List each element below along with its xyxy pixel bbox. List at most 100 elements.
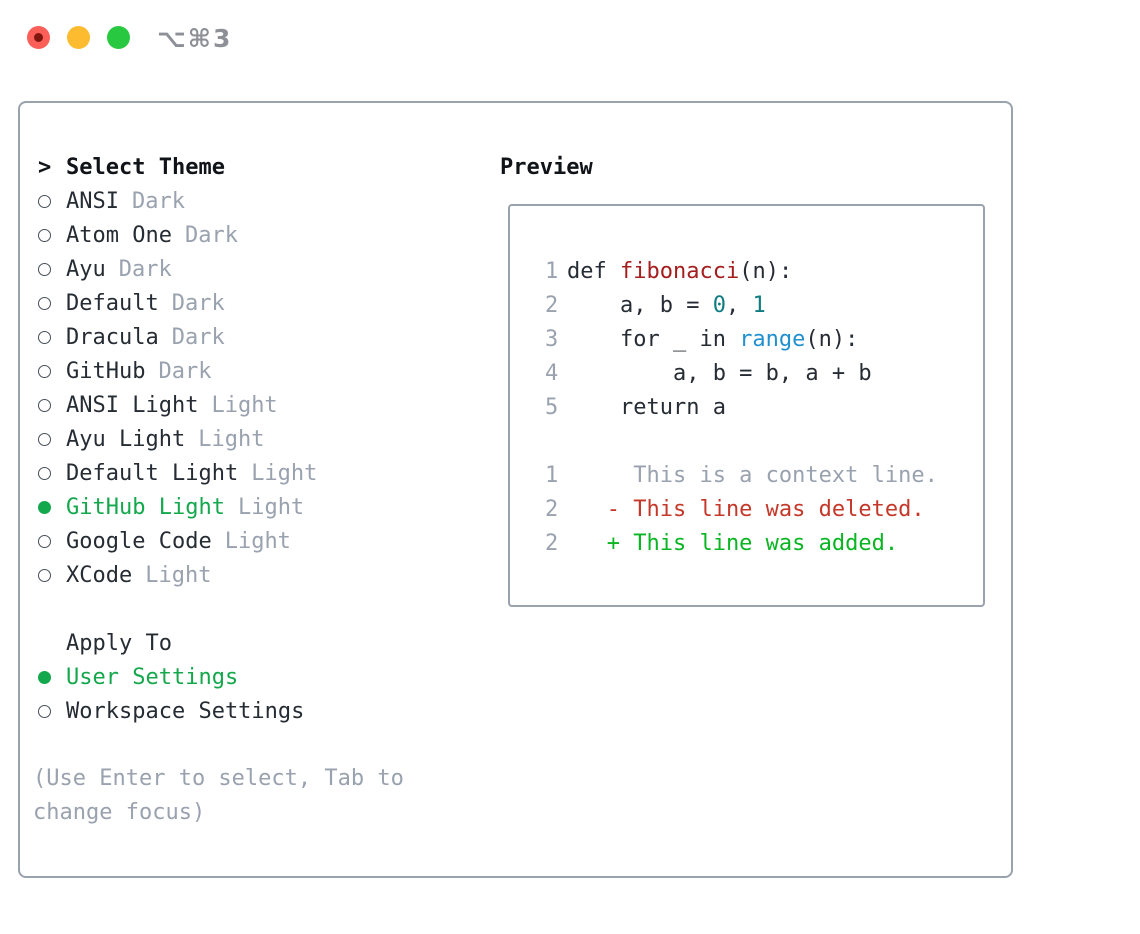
theme-option-ayu[interactable]: Ayu Dark: [38, 252, 500, 286]
code-line: 4 a, b = b, a + b: [545, 356, 983, 390]
code-line: 1 This is a context line.: [545, 458, 983, 492]
theme-name: Ayu: [66, 256, 106, 282]
theme-option-github-light[interactable]: GitHub Light Light: [38, 490, 500, 524]
code-token-plain: def: [567, 258, 620, 284]
radio-icon: [38, 262, 51, 276]
radio-icon: [38, 296, 51, 310]
preview-label: Preview: [500, 154, 593, 180]
radio-icon: [38, 330, 51, 344]
radio-selected-icon: [38, 500, 51, 514]
code-token-plain: a, b = b, a + b: [567, 360, 872, 386]
code-line: [545, 424, 983, 458]
theme-name: ANSI: [66, 188, 119, 214]
theme-option-xcode[interactable]: XCode Light: [38, 558, 500, 592]
theme-variant-tag: Dark: [118, 256, 172, 282]
theme-option-ansi-light[interactable]: ANSI Light Light: [38, 388, 500, 422]
apply-to-header: Apply To: [38, 626, 500, 660]
theme-variant-tag: Light: [198, 426, 265, 452]
code-line: 2 - This line was deleted.: [545, 492, 983, 526]
apply-to-label: Apply To: [66, 630, 172, 656]
radio-marker: [38, 432, 66, 446]
theme-option-atom-one[interactable]: Atom One Dark: [38, 218, 500, 252]
theme-variant-tag: Dark: [131, 188, 185, 214]
line-number: 2: [545, 292, 559, 318]
line-number: 2: [545, 496, 559, 522]
apply-option-label: User Settings: [66, 664, 239, 690]
radio-icon: [38, 704, 51, 718]
zoom-button[interactable]: [107, 26, 130, 49]
window-title: ⌥⌘3: [157, 24, 233, 53]
theme-variant-tag: Light: [145, 562, 212, 588]
apply-option-label: Workspace Settings: [66, 698, 305, 724]
code-token-plain: a, b =: [567, 292, 713, 318]
theme-name: Default Light: [66, 460, 239, 486]
code-token-num: 1: [752, 292, 766, 318]
theme-name: Dracula: [66, 324, 159, 350]
code-line: 3 for _ in range(n):: [545, 322, 983, 356]
code-token-plain: ,: [725, 292, 753, 318]
radio-marker: [38, 228, 66, 242]
theme-name: GitHub Light: [66, 494, 225, 520]
radio-marker: [38, 500, 66, 514]
apply-option-workspace-settings[interactable]: Workspace Settings: [38, 694, 500, 728]
line-number: 3: [545, 326, 559, 352]
theme-option-ansi[interactable]: ANSI Dark: [38, 184, 500, 218]
radio-marker: [38, 364, 66, 378]
hint-text: (Use Enter to select, Tab to change focu…: [33, 766, 404, 825]
minimize-button[interactable]: [67, 26, 90, 49]
theme-name: ANSI Light: [66, 392, 199, 418]
close-dot-icon: [34, 33, 43, 42]
theme-variant-tag: Dark: [184, 222, 238, 248]
radio-marker: [38, 262, 66, 276]
code-line: 5 return a: [545, 390, 983, 424]
select-theme-label: Select Theme: [66, 154, 225, 180]
code-token-num: 0: [712, 292, 726, 318]
code-token-added: + This line was added.: [567, 530, 899, 556]
preview-header: Preview: [500, 150, 1011, 184]
radio-icon: [38, 398, 51, 412]
radio-icon: [38, 534, 51, 548]
code-line: 2 + This line was added.: [545, 526, 983, 560]
theme-variant-tag: Dark: [171, 324, 225, 350]
theme-option-dracula[interactable]: Dracula Dark: [38, 320, 500, 354]
radio-marker: [38, 398, 66, 412]
select-theme-header: > Select Theme: [38, 150, 500, 184]
selection-arrow-icon: >: [38, 154, 52, 180]
radio-icon: [38, 194, 51, 208]
radio-selected-icon: [38, 670, 51, 684]
radio-marker: [38, 330, 66, 344]
radio-icon: [38, 228, 51, 242]
radio-marker: [38, 466, 66, 480]
line-number: 4: [545, 360, 559, 386]
theme-name: Ayu Light: [66, 426, 186, 452]
theme-name: Atom One: [66, 222, 172, 248]
code-token-context: This is a context line.: [567, 462, 938, 488]
radio-icon: [38, 364, 51, 378]
titlebar: ⌥⌘3: [0, 0, 1140, 101]
theme-variant-tag: Dark: [158, 358, 212, 384]
code-token-fn: fibonacci: [619, 258, 740, 284]
close-button[interactable]: [27, 26, 50, 49]
theme-option-ayu-light[interactable]: Ayu Light Light: [38, 422, 500, 456]
line-number: 2: [545, 530, 559, 556]
theme-variant-tag: Light: [237, 494, 305, 520]
radio-marker: [38, 194, 66, 208]
line-number: 1: [545, 462, 559, 488]
theme-variant-tag: Light: [211, 392, 278, 418]
theme-name: XCode: [66, 562, 133, 588]
code-token-deleted: - This line was deleted.: [567, 496, 925, 522]
apply-option-user-settings[interactable]: User Settings: [38, 660, 500, 694]
radio-marker: [38, 704, 66, 718]
radio-icon: [38, 432, 51, 446]
radio-icon: [38, 466, 51, 480]
